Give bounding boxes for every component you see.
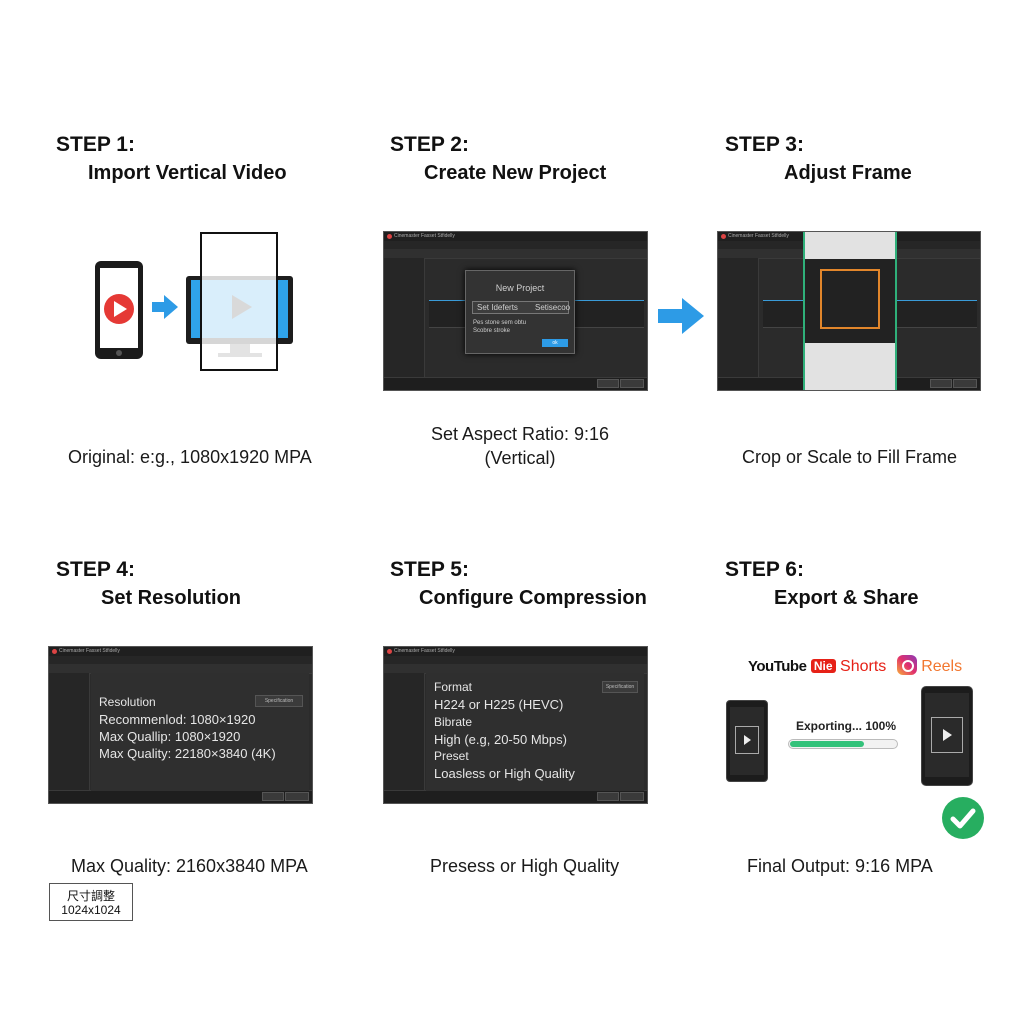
editor-window-step2: Cinemaster Fasset Stfidelly New Project … <box>383 231 648 391</box>
dialog-line-1: Pes stone sem obtu <box>473 320 527 326</box>
window-title: Cinemaster Fasset Stfidelly <box>59 648 120 654</box>
close-dot-icon[interactable] <box>387 234 392 239</box>
resolution-max-quality-2: Max Quality: 22180×3840 (4K) <box>99 746 276 761</box>
status-button-1[interactable] <box>262 792 284 801</box>
import-illustration <box>95 232 293 371</box>
dialog-line-2: Scobre stroke <box>473 328 511 334</box>
resolution-max-quality-1: Max Quallip: 1080×1920 <box>99 729 241 744</box>
dialog-title: New Project <box>495 283 545 293</box>
resolution-header: Resolution <box>99 695 156 709</box>
step6-caption: Final Output: 9:16 MPA <box>747 856 933 876</box>
instagram-icon <box>896 655 917 675</box>
step3-caption: Crop or Scale to Fill Frame <box>742 447 958 467</box>
success-check-icon <box>942 797 984 839</box>
editor-window-step4: Cinemaster Fasset Stfidelly Resolution S… <box>48 646 313 804</box>
bitrate-value: High (e.g, 20-50 Mbps) <box>434 732 567 747</box>
arrow-right-icon <box>152 295 178 319</box>
step1-title: Import Vertical Video <box>88 162 287 184</box>
step2-label: STEP 2: <box>390 133 469 156</box>
status-button-2[interactable] <box>285 792 309 801</box>
statusbar <box>384 377 647 390</box>
reels-label: Reels <box>921 658 963 675</box>
vertical-frame[interactable] <box>803 232 897 390</box>
specification-button[interactable]: Specification <box>602 681 638 693</box>
size-badge-line1: 尺寸調整 <box>66 889 115 903</box>
close-dot-icon[interactable] <box>721 234 726 239</box>
specification-button[interactable]: Specification <box>255 695 303 707</box>
shorts-label: Shorts <box>840 658 887 675</box>
editor-window-step5: Cinemaster Fasset Stfidelly Specificatio… <box>383 646 648 804</box>
aspect-ratio-field[interactable]: Set Ideferts Setisecoo <box>472 301 571 314</box>
youtube-badge: Nie <box>810 659 836 673</box>
window-titlebar: Cinemaster Fasset Stfidelly <box>49 647 312 656</box>
step2-caption-line1: Set Aspect Ratio: 9:16 <box>430 424 610 444</box>
frame-fill-top <box>805 232 895 259</box>
aspect-field-value: Setisecoo <box>535 303 571 312</box>
crop-box[interactable] <box>820 269 880 329</box>
preset-label: Preset <box>434 749 469 763</box>
ok-button[interactable]: ok <box>542 339 568 347</box>
step3-title: Adjust Frame <box>784 162 912 184</box>
step1-caption: Original: e:g., 1080x1920 MPA <box>68 447 312 467</box>
play-icon[interactable] <box>931 717 963 753</box>
close-dot-icon[interactable] <box>52 649 57 654</box>
media-panel <box>384 258 425 378</box>
status-button-1[interactable] <box>597 379 619 388</box>
step1-label: STEP 1: <box>56 133 135 156</box>
aspect-field-label: Set Ideferts <box>477 303 518 312</box>
window-title: Cinemaster Fasset Stfidelly <box>728 233 789 239</box>
close-dot-icon[interactable] <box>387 649 392 654</box>
toolbar[interactable] <box>384 249 647 259</box>
step2-caption-line2: (Vertical) <box>484 448 556 468</box>
media-panel <box>718 258 759 378</box>
media-panel <box>49 673 90 791</box>
window-title: Cinemaster Fasset Stfidelly <box>394 233 455 239</box>
media-panel <box>384 673 425 791</box>
size-badge: 尺寸調整 1024x1024 <box>49 883 133 921</box>
step5-caption: Presess or High Quality <box>430 856 620 876</box>
statusbar <box>384 790 647 803</box>
status-button-2[interactable] <box>953 379 977 388</box>
step6-label: STEP 6: <box>725 558 804 581</box>
brand-row: YouTube Nie Shorts Reels <box>748 655 962 677</box>
step4-caption: Max Quality: 2160x3840 MPA <box>71 856 308 876</box>
format-value: H224 or H225 (HEVC) <box>434 697 564 712</box>
export-progress-fill <box>790 741 864 747</box>
bitrate-label: Bibrate <box>434 715 473 729</box>
status-button-1[interactable] <box>597 792 619 801</box>
step2-title: Create New Project <box>424 162 607 184</box>
editor-window-step3: Cinemaster Fasset Stfidelly <box>717 231 981 391</box>
compression-panel: Specification Format H224 or H225 (HEVC)… <box>426 673 644 791</box>
phone-icon <box>95 261 143 359</box>
export-progress-bar <box>788 739 898 749</box>
step4-label: STEP 4: <box>56 558 135 581</box>
format-label: Format <box>434 680 473 694</box>
statusbar <box>49 790 312 803</box>
frame-fill-bottom <box>805 343 895 390</box>
step5-title: Configure Compression <box>419 587 647 609</box>
resolution-recommended: Recommenlod: 1080×1920 <box>99 712 256 727</box>
step6-title: Export & Share <box>774 587 919 609</box>
step5-label: STEP 5: <box>390 558 469 581</box>
window-title: Cinemaster Fasset Stfidelly <box>394 648 455 654</box>
window-titlebar: Cinemaster Fasset Stfidelly <box>384 647 647 656</box>
resolution-panel: Resolution Specification Recommenlod: 10… <box>91 673 309 791</box>
size-badge-line2: 1024x1024 <box>61 903 121 917</box>
phone-left <box>726 700 768 782</box>
phone-right <box>921 686 973 786</box>
status-button-2[interactable] <box>620 792 644 801</box>
status-button-2[interactable] <box>620 379 644 388</box>
play-icon[interactable] <box>735 726 759 754</box>
new-project-dialog: New Project Set Ideferts Setisecoo Pes s… <box>465 270 575 354</box>
vertical-frame-overlay <box>200 232 278 371</box>
preset-value: Loasless or High Quality <box>434 766 575 781</box>
status-button-1[interactable] <box>930 379 952 388</box>
youtube-logo: YouTube <box>748 658 807 675</box>
window-titlebar: Cinemaster Fasset Stfidelly <box>384 232 647 241</box>
arrow-right-icon <box>658 298 704 334</box>
step3-label: STEP 3: <box>725 133 804 156</box>
step4-title: Set Resolution <box>101 587 242 609</box>
exporting-status: Exporting... 100% <box>796 719 897 733</box>
